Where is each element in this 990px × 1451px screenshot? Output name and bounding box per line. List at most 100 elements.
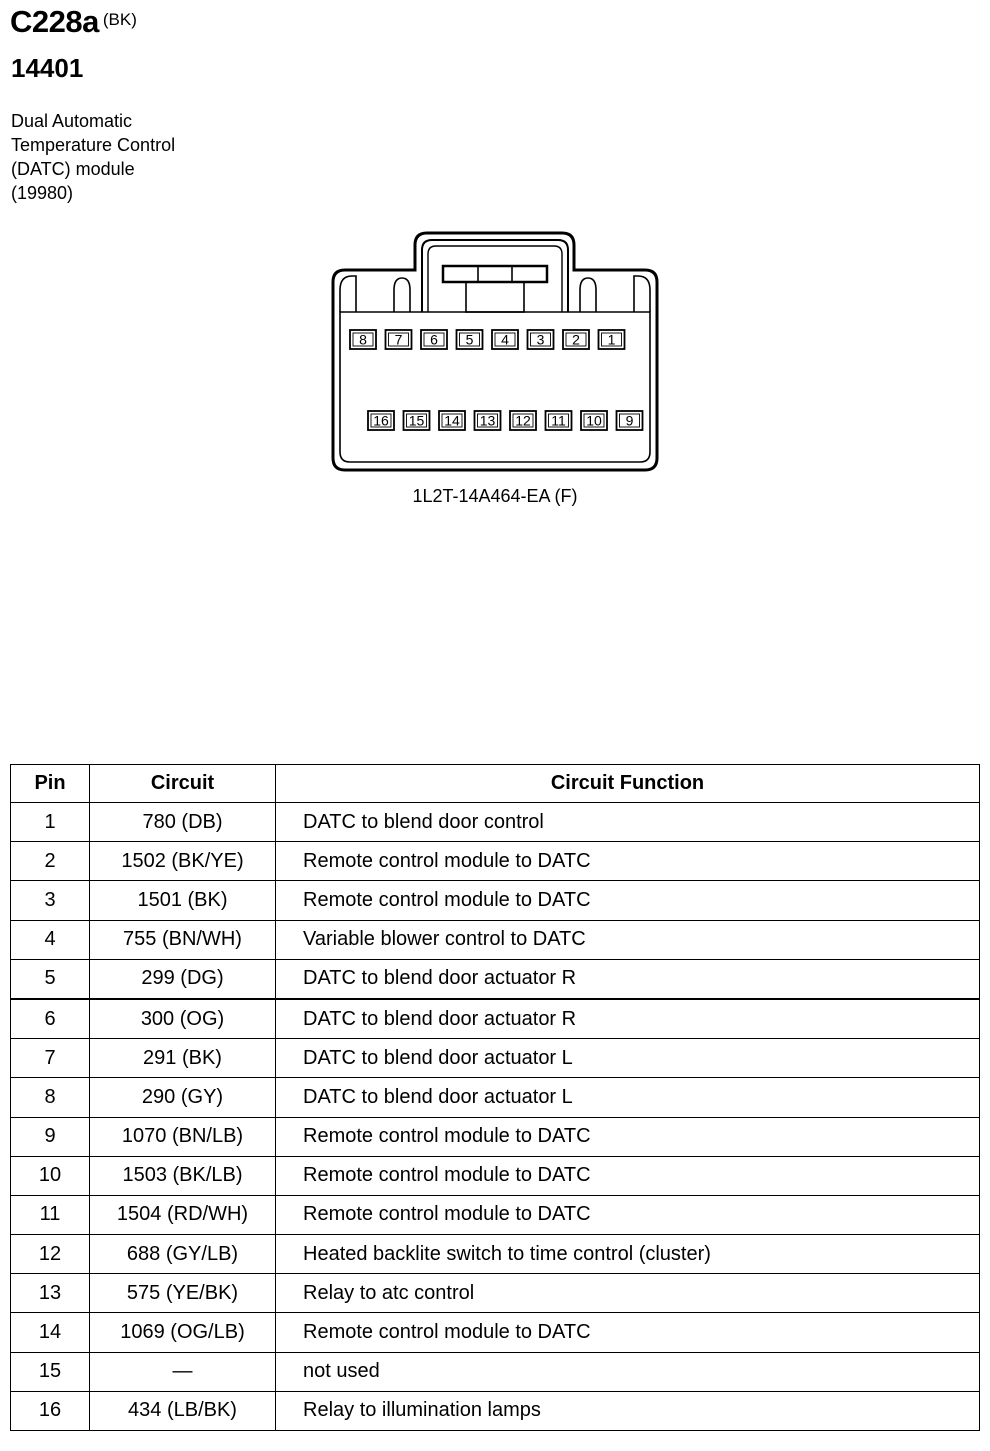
- table-header-row: Pin Circuit Circuit Function: [10, 764, 980, 803]
- description-line: (19980): [11, 183, 74, 203]
- circuit-cell: 780 (DB): [89, 801, 276, 843]
- connector-inner-outline: [339, 311, 651, 463]
- pin-cavity: 1: [597, 329, 626, 350]
- connector-color: (BK): [102, 10, 137, 29]
- function-cell: Heated backlite switch to time control (…: [275, 1234, 980, 1275]
- pin-cell: 3: [10, 880, 90, 921]
- circuit-cell: 688 (GY/LB): [89, 1234, 276, 1275]
- part-number: 14401: [11, 53, 84, 83]
- pin-cavity: 10: [580, 410, 608, 431]
- column-header-circuit: Circuit: [89, 764, 276, 803]
- circuit-cell: 1069 (OG/LB): [89, 1312, 276, 1353]
- pin-cavity: 13: [473, 410, 502, 431]
- pin-cell: 9: [10, 1116, 90, 1157]
- pin-number-label: 11: [551, 413, 566, 429]
- connector-id: C228a: [10, 4, 99, 39]
- circuit-cell: 1503 (BK/LB): [89, 1155, 276, 1196]
- pin-cell: 1: [10, 801, 90, 843]
- table-row: 15—not used: [10, 1351, 980, 1392]
- pin-cell: 8: [10, 1077, 90, 1118]
- pin-number-label: 9: [626, 413, 634, 429]
- pin-cell: 14: [10, 1312, 90, 1353]
- connector-ribs: [339, 275, 651, 312]
- function-cell: DATC to blend door actuator R: [275, 958, 980, 1000]
- pin-cell: 13: [10, 1273, 90, 1314]
- connector-title: C228a(BK): [10, 4, 137, 40]
- pin-cavity: 9: [615, 410, 644, 431]
- pin-cell: 5: [10, 958, 90, 1000]
- description-line: Temperature Control: [11, 135, 176, 155]
- function-cell: not used: [275, 1351, 980, 1392]
- circuit-cell: 1502 (BK/YE): [89, 841, 276, 882]
- pin-cavity: 4: [491, 329, 519, 350]
- function-cell: DATC to blend door actuator L: [275, 1077, 980, 1118]
- circuit-cell: 291 (BK): [89, 1038, 276, 1079]
- connector-part-label: 1L2T-14A464-EA (F): [412, 486, 578, 506]
- pin-cell: 7: [10, 1038, 90, 1079]
- description-line: (DATC) module: [11, 159, 135, 179]
- pin-cavity: 16: [367, 410, 395, 431]
- circuit-cell: 300 (OG): [89, 997, 276, 1040]
- pin-number-label: 1: [608, 332, 616, 348]
- pin-number-label: 16: [373, 413, 389, 429]
- function-cell: Remote control module to DATC: [275, 1155, 980, 1196]
- function-cell: Remote control module to DATC: [275, 880, 980, 921]
- function-cell: DATC to blend door actuator L: [275, 1038, 980, 1079]
- function-cell: Variable blower control to DATC: [275, 919, 980, 960]
- pin-cavity: 2: [562, 329, 590, 350]
- function-cell: DATC to blend door control: [275, 801, 980, 843]
- pin-number-label: 14: [444, 413, 460, 429]
- pin-cavity: 14: [438, 410, 466, 431]
- pin-cell: 15: [10, 1351, 90, 1392]
- pin-cell: 6: [10, 997, 90, 1040]
- circuit-cell: 1501 (BK): [89, 880, 276, 921]
- pin-number-label: 7: [395, 332, 403, 348]
- function-cell: Relay to atc control: [275, 1273, 980, 1314]
- circuit-cell: 755 (BN/WH): [89, 919, 276, 960]
- module-description: Dual Automatic Temperature Control (DATC…: [11, 109, 175, 205]
- circuit-cell: 1504 (RD/WH): [89, 1194, 276, 1236]
- pin-cell: 10: [10, 1155, 90, 1196]
- pin-cavity: 6: [420, 329, 448, 350]
- pin-cell: 12: [10, 1234, 90, 1275]
- description-line: Dual Automatic: [11, 111, 133, 131]
- column-header-function: Circuit Function: [275, 764, 980, 803]
- pin-number-label: 6: [430, 332, 438, 348]
- circuit-cell: —: [89, 1351, 276, 1392]
- pin-number-label: 8: [359, 332, 367, 348]
- pin-number-label: 2: [572, 332, 580, 348]
- pin-row-bottom: 16 15 14 13 12 11 10 9: [367, 410, 644, 431]
- pin-cavity: 3: [526, 329, 555, 350]
- circuit-cell: 575 (YE/BK): [89, 1273, 276, 1314]
- pin-number-label: 10: [586, 413, 602, 429]
- function-cell: Remote control module to DATC: [275, 1116, 980, 1157]
- function-cell: Relay to illumination lamps: [275, 1390, 980, 1432]
- column-header-pin: Pin: [10, 764, 90, 803]
- pin-cell: 2: [10, 841, 90, 882]
- pin-number-label: 13: [480, 413, 496, 429]
- circuit-cell: 290 (GY): [89, 1077, 276, 1118]
- pin-cavity: 8: [349, 329, 377, 350]
- pin-number-label: 12: [515, 413, 531, 429]
- function-cell: Remote control module to DATC: [275, 1194, 980, 1236]
- circuit-cell: 1070 (BN/LB): [89, 1116, 276, 1157]
- function-cell: DATC to blend door actuator R: [275, 997, 980, 1040]
- pin-cavity: 15: [402, 410, 431, 431]
